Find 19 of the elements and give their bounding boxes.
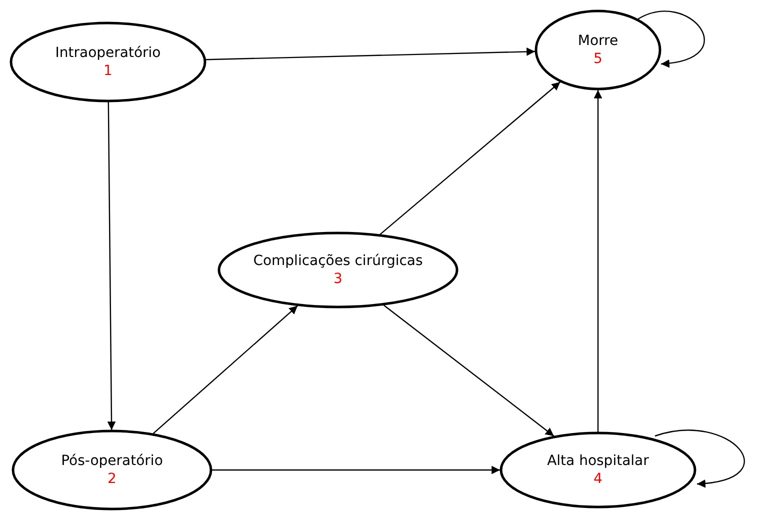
state-label: Morre [578,32,618,50]
arrow [212,466,500,474]
self-loop-arrow [654,430,745,488]
arrow [380,82,561,235]
state-number: 2 [108,470,116,488]
arrow [152,305,298,434]
arrow [107,102,116,430]
state-number: 1 [104,62,112,80]
state-number: 4 [594,470,602,488]
state-label: Intraoperatório [55,44,161,62]
state-label: Alta hospitalar [547,452,649,470]
state-number: 3 [334,270,342,288]
self-loop-arrow [638,10,705,68]
arrow [383,304,554,437]
arrow [206,48,536,60]
arrow [594,90,602,432]
state-label: Pós-operatório [61,452,163,470]
state-label: Complicações cirúrgicas [253,252,423,270]
state-number: 5 [594,50,602,68]
